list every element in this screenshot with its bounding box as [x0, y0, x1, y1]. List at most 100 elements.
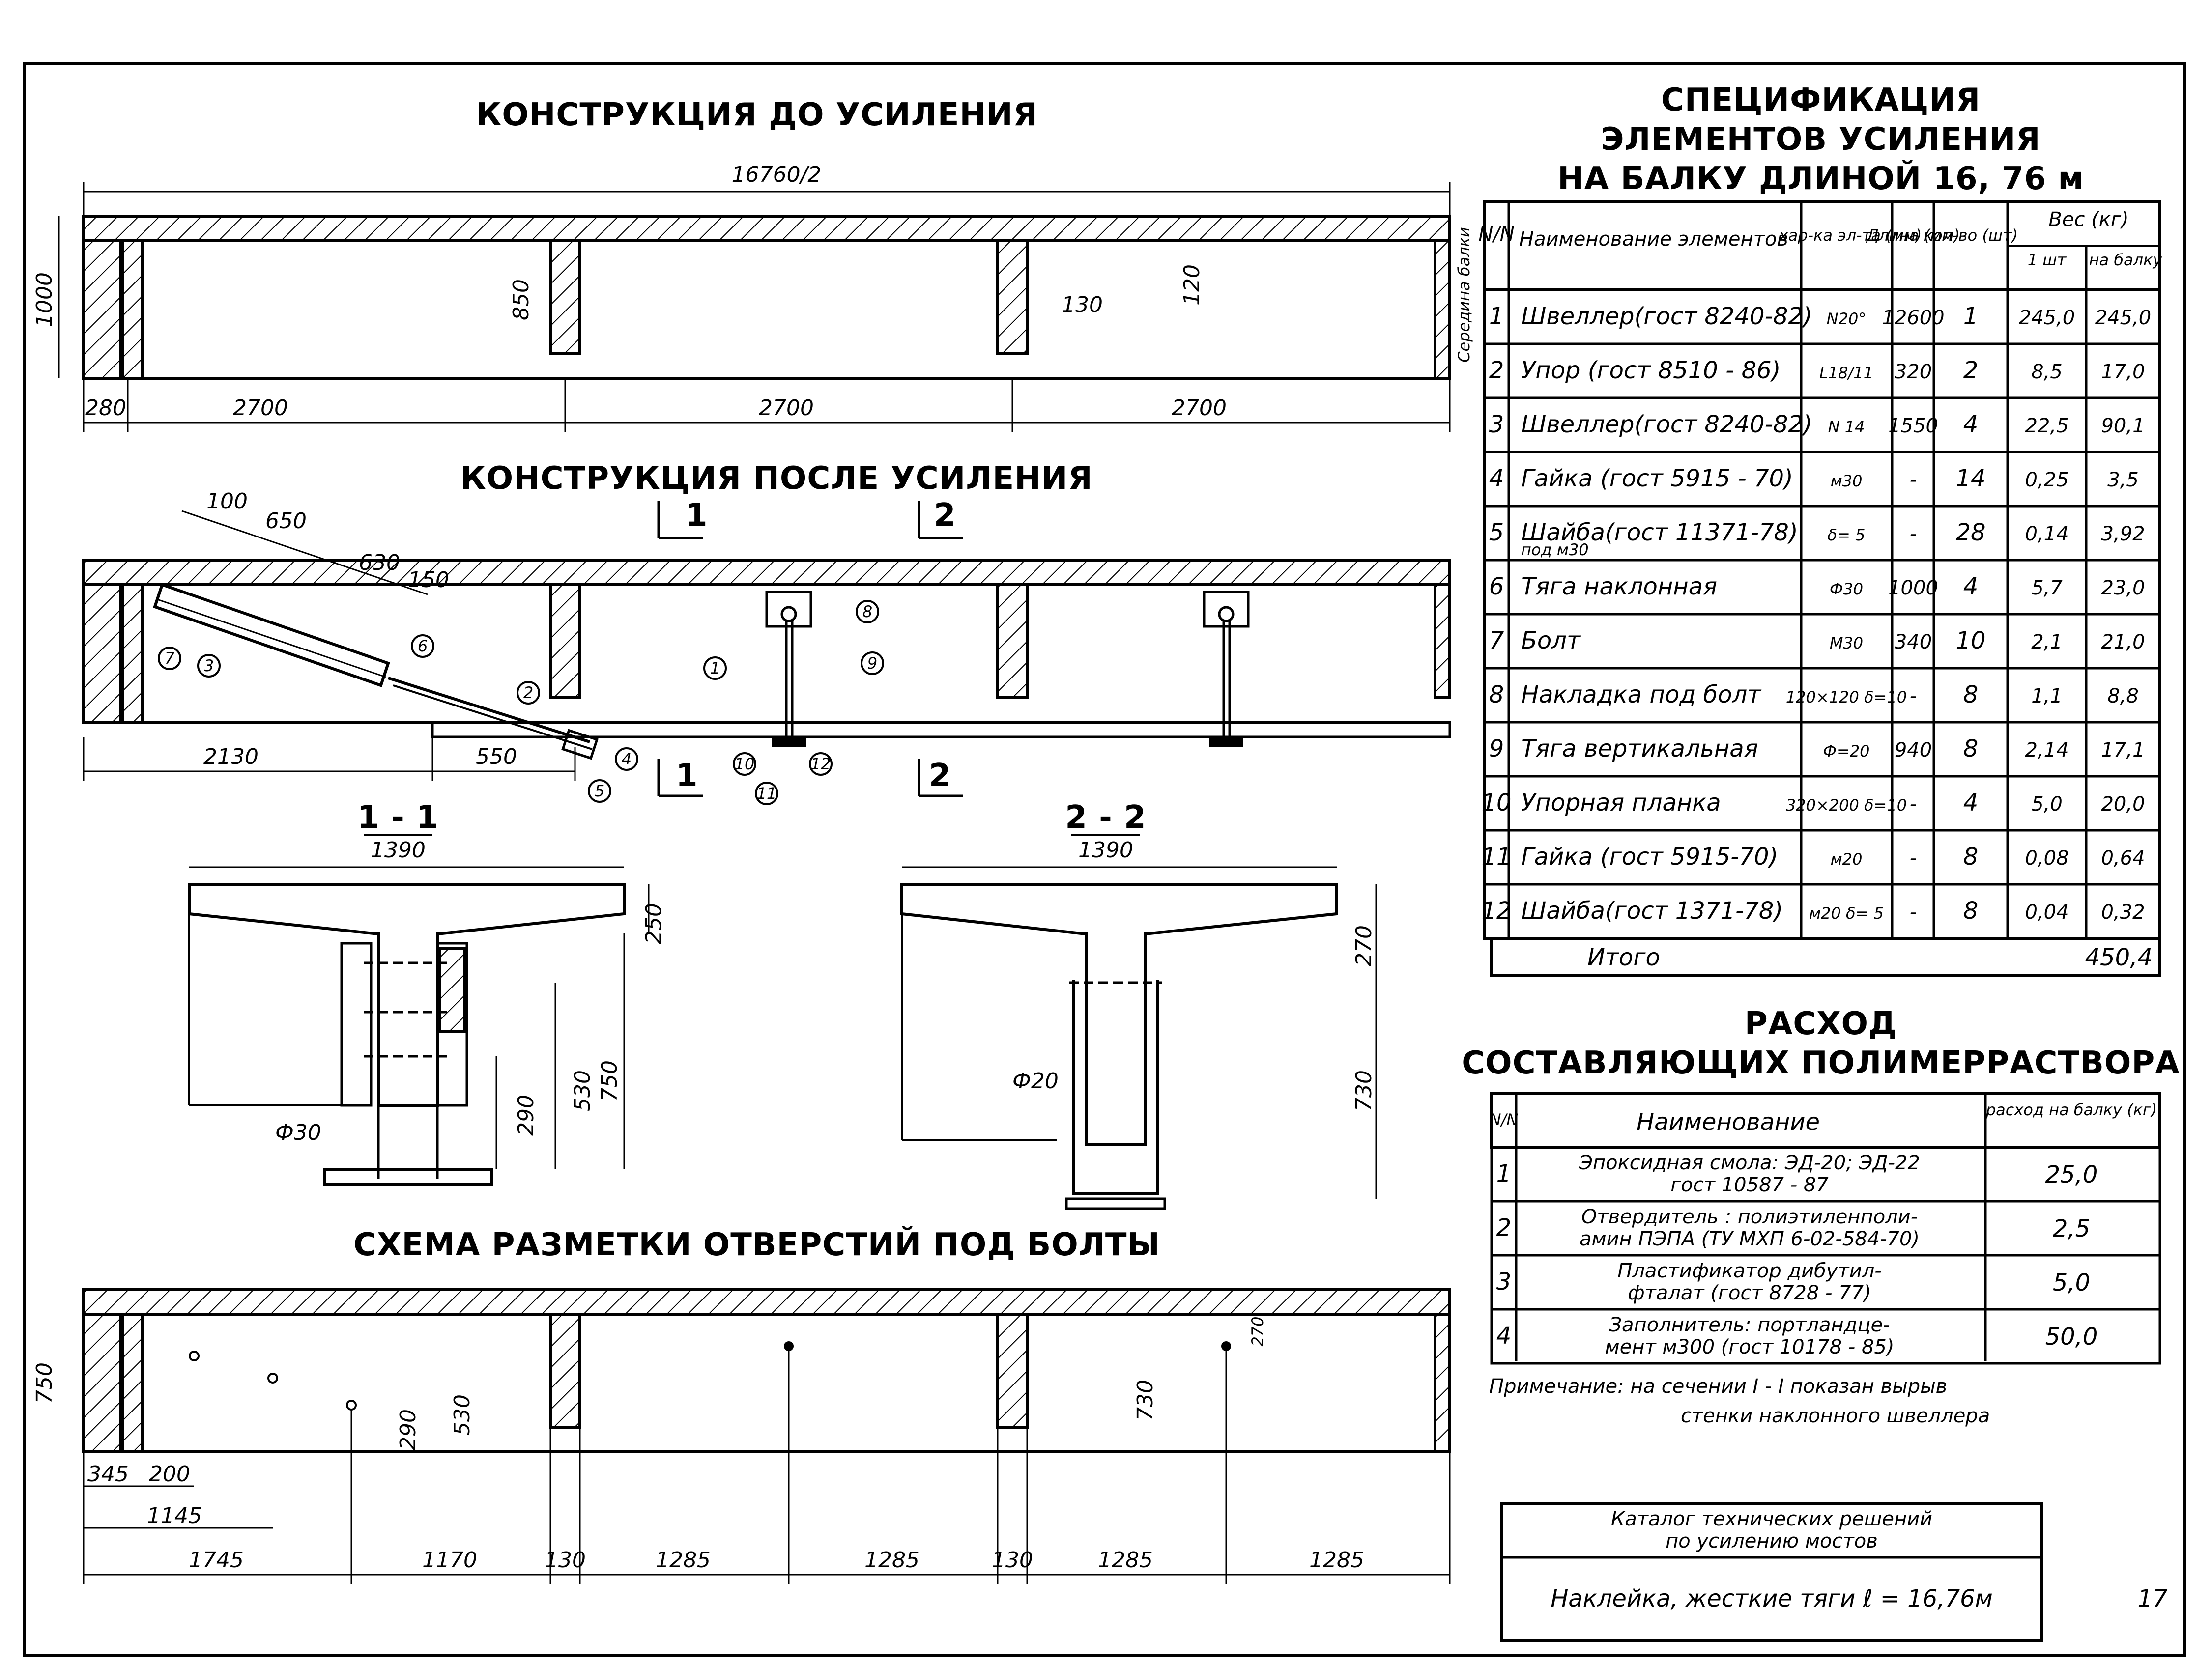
- spec-table: N/N Наименование элементов хар-ка эл-та …: [1478, 200, 2162, 977]
- cut-2-top: 2: [934, 497, 956, 534]
- scheme-dim-530: 530: [450, 1394, 475, 1436]
- callout-5: 5: [595, 782, 604, 800]
- usage-cell-amount: 5,0: [2053, 1269, 2090, 1297]
- callout-12: 12: [811, 755, 831, 773]
- spec-header-char: хар-ка эл-та (мм): [1779, 226, 1922, 245]
- section-1-title: 1 - 1: [357, 799, 438, 836]
- scheme-bottom-130-a: 130: [545, 1548, 586, 1573]
- spec-cell-char: 320×200 δ=10: [1786, 796, 1907, 815]
- spec-cell-qty: 8: [1963, 897, 1979, 925]
- section-1-width: 1390: [371, 838, 426, 863]
- scheme-dim-730: 730: [1133, 1380, 1158, 1421]
- spec-cell-w1: 1,1: [2031, 685, 2063, 707]
- spec-cell-char: δ= 5: [1828, 526, 1866, 544]
- scheme-bottom-1285-a: 1285: [656, 1548, 711, 1573]
- dim-130: 130: [1062, 292, 1103, 317]
- callout-6: 6: [418, 637, 428, 655]
- callout-3: 3: [204, 656, 214, 675]
- spec-cell-len: 1550: [1888, 415, 1938, 437]
- spec-cell-w2: 20,0: [2101, 793, 2145, 816]
- spec-cell-n: 11: [1481, 843, 1511, 871]
- section-2-phi: Ф20: [1012, 1069, 1059, 1094]
- spec-cell-n: 10: [1481, 789, 1511, 817]
- spec-cell-n: 7: [1489, 627, 1504, 654]
- spec-cell-char: м20 δ= 5: [1809, 904, 1884, 923]
- spec-header-name: Наименование элементов: [1519, 228, 1788, 251]
- callout-bubbles: 1 2 3 4 5 6 7 8 9 10 11 12: [158, 600, 884, 805]
- spec-cell-w1: 0,08: [2025, 847, 2068, 870]
- section-2-2: 2 - 2 1390 270 730 Ф20: [900, 799, 1377, 1210]
- sheet-frame: [23, 62, 2186, 1657]
- spec-cell-w2: 8,8: [2107, 685, 2139, 707]
- spec-cell-qty: 14: [1955, 465, 1985, 492]
- callout-4: 4: [622, 750, 632, 768]
- spec-cell-w1: 2,14: [2025, 739, 2068, 762]
- spec-cell-n: 5: [1489, 519, 1504, 546]
- spec-cell-n: 1: [1489, 303, 1504, 330]
- usage-cell-line2: амин ПЭПА (ТУ МХП 6-02-584-70): [1580, 1228, 1920, 1250]
- label-midspan: Середина балки: [1455, 227, 1473, 363]
- dim-550: 550: [476, 744, 517, 769]
- spec-total-value: 450,4: [2085, 944, 2153, 971]
- spec-cell-name: Шайба(гост 11371-78): [1521, 519, 1798, 546]
- spec-cell-len: -: [1910, 523, 1917, 545]
- spec-header-w1: 1 шт: [2028, 251, 2067, 269]
- scheme-bottom-1745: 1745: [189, 1548, 244, 1573]
- usage-cell-n: 4: [1496, 1322, 1512, 1350]
- spec-cell-qty: 10: [1955, 627, 1985, 654]
- usage-cell-n: 3: [1496, 1268, 1512, 1296]
- svg-text:ЭЛЕМЕНТОВ УСИЛЕНИЯ: ЭЛЕМЕНТОВ УСИЛЕНИЯ: [1601, 121, 2040, 158]
- callout-2: 2: [523, 683, 533, 702]
- stamp-line-1: Каталог технических решений: [1611, 1508, 1932, 1530]
- page-number: 17: [2137, 1585, 2168, 1612]
- svg-text:НА БАЛКУ ДЛИНОЙ 16, 76 м: НА БАЛКУ ДЛИНОЙ 16, 76 м: [1557, 160, 2084, 197]
- dim-2130: 2130: [203, 744, 259, 769]
- spec-cell-qty: 4: [1963, 573, 1979, 600]
- spec-cell-n: 6: [1489, 573, 1504, 600]
- spec-cell-len: 340: [1895, 631, 1932, 653]
- spec-cell-qty: 2: [1963, 357, 1979, 384]
- spec-cell-w2: 245,0: [2095, 307, 2152, 329]
- scheme-dim-290: 290: [396, 1409, 421, 1450]
- spec-cell-w2: 90,1: [2101, 415, 2145, 437]
- spec-cell-char: М30: [1830, 634, 1863, 652]
- section-2-width: 1390: [1078, 838, 1133, 863]
- scheme-bottom-1285-b: 1285: [864, 1548, 919, 1573]
- spec-cell-name: Упор (гост 8510 - 86): [1521, 357, 1781, 384]
- spec-cell-len: 320: [1895, 361, 1932, 383]
- section-1-dim-290: 290: [514, 1095, 539, 1136]
- spec-cell-char: Ф=20: [1823, 742, 1869, 761]
- spec-cell-w2: 21,0: [2101, 631, 2145, 653]
- stamp-line-3: Наклейка, жесткие тяги ℓ = 16,76м: [1551, 1585, 1993, 1612]
- usage-cell-n: 1: [1496, 1160, 1512, 1187]
- note-line-2: стенки наклонного швеллера: [1681, 1405, 1990, 1427]
- svg-text:СПЕЦИФИКАЦИЯ: СПЕЦИФИКАЦИЯ: [1661, 82, 1981, 118]
- scheme-bottom-1285-d: 1285: [1309, 1548, 1364, 1573]
- spec-total-label: Итого: [1587, 944, 1660, 971]
- title-scheme: СХЕМА РАЗМЕТКИ ОТВЕРСТИЙ ПОД БОЛТЫ: [353, 1226, 1160, 1263]
- callout-1: 1: [710, 659, 720, 678]
- scheme-bottom-1285-c: 1285: [1098, 1548, 1153, 1573]
- spec-cell-qty: 4: [1963, 789, 1979, 817]
- spec-cell-char: Ф30: [1830, 580, 1863, 598]
- spec-cell-char: м20: [1831, 850, 1863, 869]
- usage-cell-amount: 50,0: [2045, 1323, 2098, 1351]
- scheme-dim-1145: 1145: [147, 1503, 202, 1528]
- usage-cell-amount: 25,0: [2045, 1161, 2098, 1188]
- usage-header-name: Наименование: [1637, 1108, 1820, 1136]
- usage-title: РАСХОД СОСТАВЛЯЮЩИХ ПОЛИМЕРРАСТВОРА: [1462, 1006, 2180, 1081]
- callout-8: 8: [862, 602, 872, 621]
- beam-scheme: 750 290 530 730 270 345 200 1145 1745 11…: [32, 1288, 1451, 1584]
- spec-cell-name: Упорная планка: [1521, 789, 1721, 817]
- title-after: КОНСТРУКЦИЯ ПОСЛЕ УСИЛЕНИЯ: [460, 460, 1092, 497]
- spec-cell-len: 940: [1895, 739, 1932, 762]
- dim-120: 120: [1179, 264, 1205, 306]
- note-line-1: Примечание: на сечении I - I показан выр…: [1489, 1375, 1947, 1398]
- spec-cell-w1: 0,04: [2025, 901, 2068, 924]
- spec-cell-name: Швеллер(гост 8240-82): [1521, 303, 1812, 330]
- dim-span-3: 2700: [1172, 395, 1227, 421]
- spec-cell-n: 3: [1489, 411, 1504, 438]
- svg-text:СОСТАВЛЯЮЩИХ ПОЛИМЕРРАСТВОРА: СОСТАВЛЯЮЩИХ ПОЛИМЕРРАСТВОРА: [1462, 1045, 2180, 1081]
- beam-after: 1 2 100 650 630: [82, 489, 1451, 797]
